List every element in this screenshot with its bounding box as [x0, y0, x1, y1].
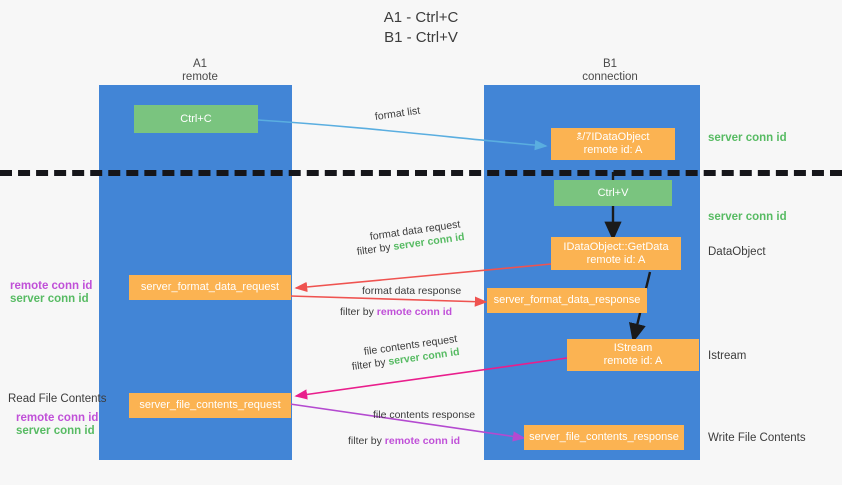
- label-server-conn-id-top: server conn id: [708, 132, 787, 144]
- column-header-b1: B1 connection: [582, 58, 638, 83]
- page-title: A1 - Ctrl+C B1 - Ctrl+V: [383, 9, 459, 46]
- arrow-file-contents-request: [294, 357, 568, 400]
- filter-prefix-4: filter by: [348, 435, 385, 447]
- label-remote-conn-id-1: remote conn id: [10, 280, 93, 292]
- column-header-a1: A1 remote: [182, 58, 218, 83]
- arrow-format-data-request: [294, 263, 552, 293]
- label-write-file-contents: Write File Contents: [708, 432, 806, 444]
- label-server-conn-id-2: server conn id: [16, 425, 95, 437]
- edge-label-file-contents-response-filter: filter by remote conn id: [348, 434, 460, 448]
- label-istream: Istream: [708, 350, 747, 362]
- arrow-format-data-response: [289, 295, 488, 307]
- node-server-format-data-request[interactable]: server_format_data_request: [129, 275, 291, 300]
- edge-label-file-contents-response: file contents response: [373, 409, 476, 421]
- edge-label-format-data-response-filter: filter by remote conn id: [340, 305, 452, 319]
- node-ctrl-c[interactable]: Ctrl+C: [134, 105, 258, 133]
- label-read-file-contents: Read File Contents: [8, 393, 107, 405]
- node-ctrl-v[interactable]: Ctrl+V: [554, 180, 672, 206]
- filter-value-2: remote conn id: [376, 306, 453, 318]
- arrow-file-contents-response: [289, 403, 526, 442]
- label-server-conn-id-1: server conn id: [10, 293, 89, 305]
- label-server-conn-id-mid: server conn id: [708, 211, 787, 223]
- filter-value-4: remote conn id: [384, 435, 461, 447]
- edge-label-format-data-response: format data response: [362, 285, 462, 297]
- node-istream[interactable]: IStream remote id: A: [567, 339, 699, 371]
- label-remote-conn-id-2: remote conn id: [16, 412, 99, 424]
- node-server-file-contents-response[interactable]: server_file_contents_response: [524, 425, 684, 450]
- node-idataobject-top[interactable]: 🕱/7IDataObject remote id: A: [551, 128, 675, 160]
- filter-prefix-2: filter by: [340, 306, 377, 318]
- node-server-file-contents-request[interactable]: server_file_contents_request: [129, 393, 291, 418]
- node-idataobject-getdata[interactable]: IDataObject::GetData remote id: A: [551, 237, 681, 270]
- label-dataobject: DataObject: [708, 246, 766, 258]
- arrow-format-list: [257, 119, 548, 151]
- node-server-format-data-response[interactable]: server_format_data_response: [487, 288, 647, 313]
- divider-dashed-line: [0, 170, 842, 176]
